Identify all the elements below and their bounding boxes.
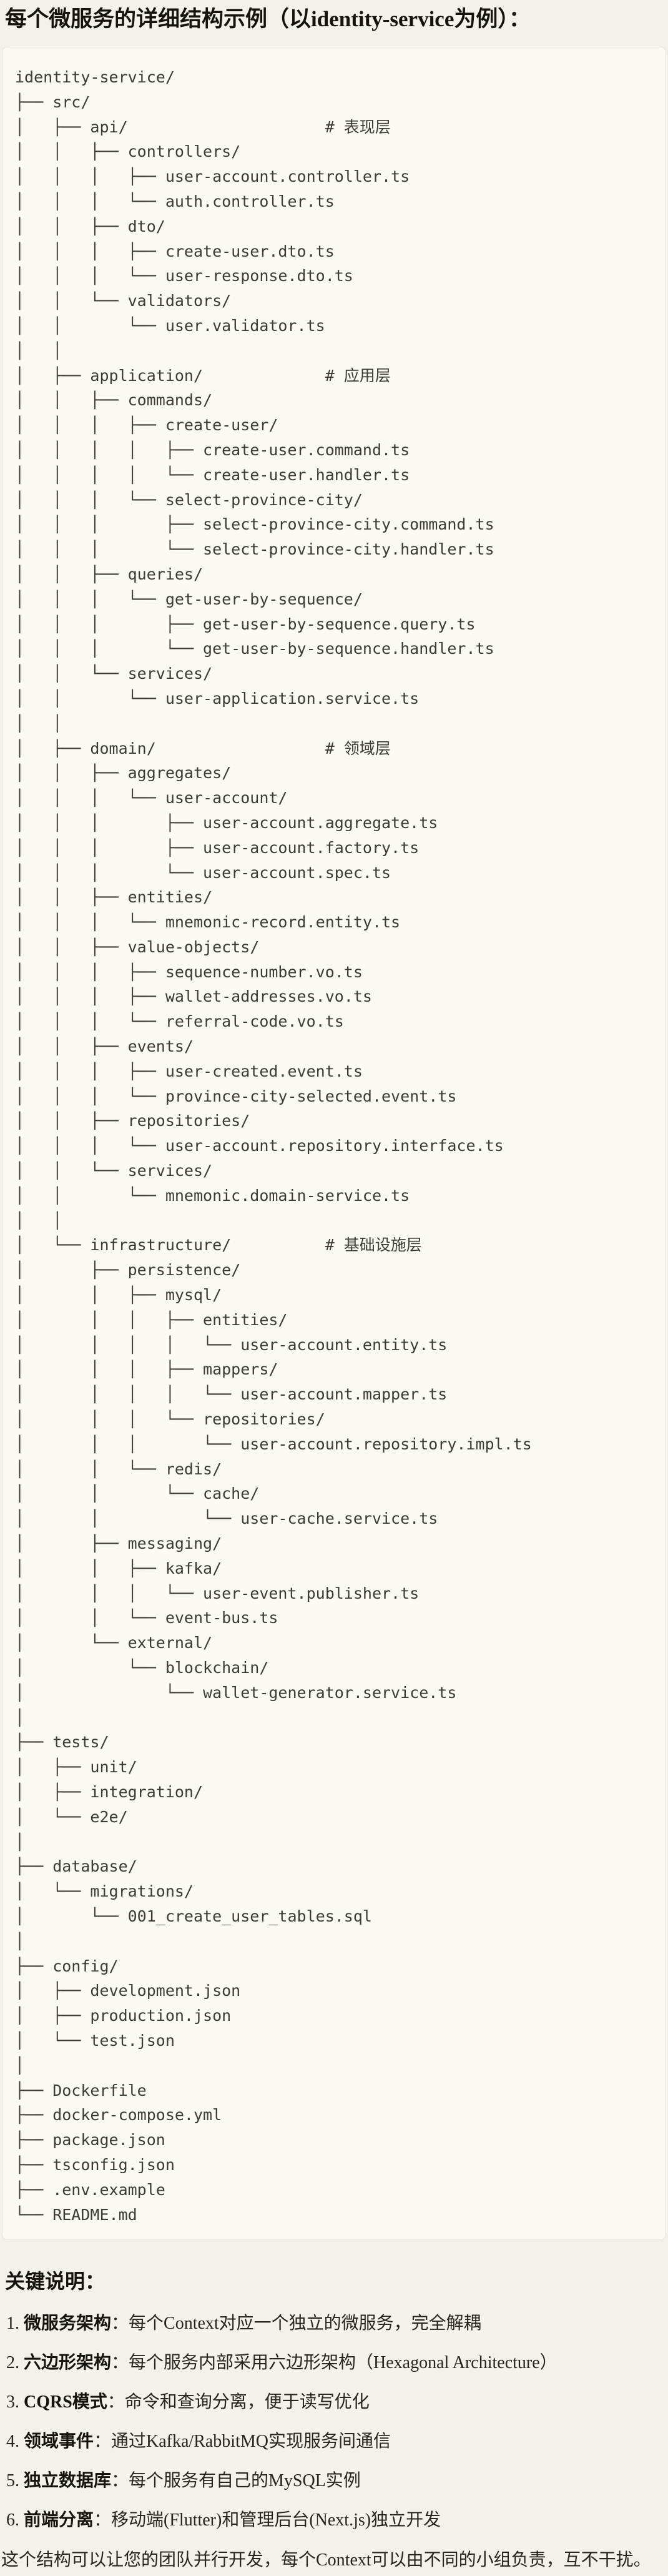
note-number: 5. xyxy=(6,2471,19,2491)
note-number: 1. xyxy=(6,2314,19,2334)
note-term: 独立数据库 xyxy=(24,2471,112,2491)
note-item-5: 5.独立数据库：每个服务有自己的MySQL实例 xyxy=(6,2470,663,2492)
note-text: ：命令和查询分离，便于读写优化 xyxy=(107,2392,370,2412)
note-term: 前端分离 xyxy=(24,2510,94,2530)
note-term: CQRS模式 xyxy=(24,2392,107,2412)
note-text: ：通过Kafka/RabbitMQ实现服务间通信 xyxy=(94,2432,391,2452)
note-number: 2. xyxy=(6,2353,19,2373)
directory-tree: identity-service/ ├── src/ │ ├── api/ # … xyxy=(15,68,532,2224)
note-item-3: 3.CQRS模式：命令和查询分离，便于读写优化 xyxy=(6,2391,663,2414)
note-term: 领域事件 xyxy=(24,2432,94,2452)
page-title: 每个微服务的详细结构示例（以identity-service为例）： xyxy=(5,7,531,31)
note-text: ：每个Context对应一个独立的微服务，完全解耦 xyxy=(111,2314,481,2334)
note-number: 4. xyxy=(6,2432,19,2452)
closing-paragraph: 这个结构可以让您的团队并行开发，每个Context可以由不同的小组负责，互不干扰… xyxy=(1,2550,651,2570)
note-number: 6. xyxy=(6,2510,19,2530)
code-block: identity-service/ ├── src/ │ ├── api/ # … xyxy=(2,47,666,2241)
note-term: 六边形架构 xyxy=(24,2353,112,2373)
note-item-4: 4.领域事件：通过Kafka/RabbitMQ实现服务间通信 xyxy=(6,2430,663,2453)
note-item-2: 2.六边形架构：每个服务内部采用六边形架构（Hexagonal Architec… xyxy=(6,2352,663,2374)
note-item-6: 6.前端分离：移动端(Flutter)和管理后台(Next.js)独立开发 xyxy=(6,2509,663,2532)
note-number: 3. xyxy=(6,2392,19,2412)
note-item-1: 1.微服务架构：每个Context对应一个独立的微服务，完全解耦 xyxy=(6,2312,663,2335)
notes-heading: 关键说明： xyxy=(5,2270,106,2293)
note-term: 微服务架构 xyxy=(24,2314,112,2334)
note-text: ：移动端(Flutter)和管理后台(Next.js)独立开发 xyxy=(94,2510,441,2530)
note-text: ：每个服务内部采用六边形架构（Hexagonal Architecture） xyxy=(111,2353,557,2373)
note-text: ：每个服务有自己的MySQL实例 xyxy=(111,2471,361,2491)
notes-list: 1.微服务架构：每个Context对应一个独立的微服务，完全解耦 2.六边形架构… xyxy=(0,2312,668,2532)
